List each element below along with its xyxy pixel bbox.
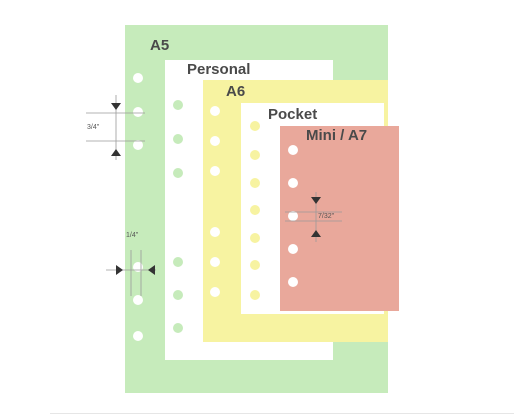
pocket-hole bbox=[250, 260, 260, 270]
a6-hole bbox=[210, 106, 220, 116]
pocket-hole bbox=[250, 121, 260, 131]
personal-hole bbox=[173, 168, 183, 178]
a5-label: A5 bbox=[150, 37, 170, 54]
down-arrow-icon bbox=[111, 103, 121, 110]
a6-hole bbox=[210, 136, 220, 146]
left-arrow-icon bbox=[148, 265, 155, 275]
a5-hole bbox=[133, 262, 143, 272]
pocket-hole bbox=[250, 233, 260, 243]
mini-a7-hole bbox=[288, 145, 298, 155]
a6-hole bbox=[210, 166, 220, 176]
personal-hole bbox=[173, 134, 183, 144]
mini-a7-hole bbox=[288, 277, 298, 287]
pocket-hole bbox=[250, 205, 260, 215]
mini-a7-hole bbox=[288, 211, 298, 221]
a5-hole bbox=[133, 73, 143, 83]
up-arrow-icon bbox=[311, 230, 321, 237]
hole-diameter-dimension bbox=[106, 250, 156, 296]
divider-line bbox=[50, 413, 514, 414]
a6-hole bbox=[210, 257, 220, 267]
pocket-hole bbox=[250, 178, 260, 188]
personal-hole bbox=[173, 100, 183, 110]
mini-a7-hole bbox=[288, 178, 298, 188]
hole-offset-label: 7/32" bbox=[318, 213, 335, 220]
personal-label: Personal bbox=[187, 61, 251, 78]
pocket-label: Pocket bbox=[268, 106, 318, 123]
mini-a7-label: Mini / A7 bbox=[306, 127, 368, 144]
a6-label: A6 bbox=[226, 83, 246, 100]
mini-a7-sheet bbox=[280, 126, 399, 311]
mini-a7-hole bbox=[288, 244, 298, 254]
personal-hole bbox=[173, 290, 183, 300]
ring-spacing-dimension bbox=[86, 95, 145, 160]
pocket-hole bbox=[250, 290, 260, 300]
down-arrow-icon bbox=[311, 197, 321, 204]
up-arrow-icon bbox=[111, 149, 121, 156]
a5-hole bbox=[133, 107, 143, 117]
a5-hole bbox=[133, 140, 143, 150]
hole-offset-dimension bbox=[285, 192, 342, 242]
a6-hole bbox=[210, 227, 220, 237]
hole-diameter-label: 1/4" bbox=[126, 232, 139, 239]
personal-hole bbox=[173, 257, 183, 267]
a6-hole bbox=[210, 287, 220, 297]
a5-hole bbox=[133, 295, 143, 305]
pocket-hole bbox=[250, 150, 260, 160]
ring-spacing-label: 3/4" bbox=[87, 124, 100, 131]
right-arrow-icon bbox=[116, 265, 123, 275]
personal-hole bbox=[173, 323, 183, 333]
a5-hole bbox=[133, 331, 143, 341]
